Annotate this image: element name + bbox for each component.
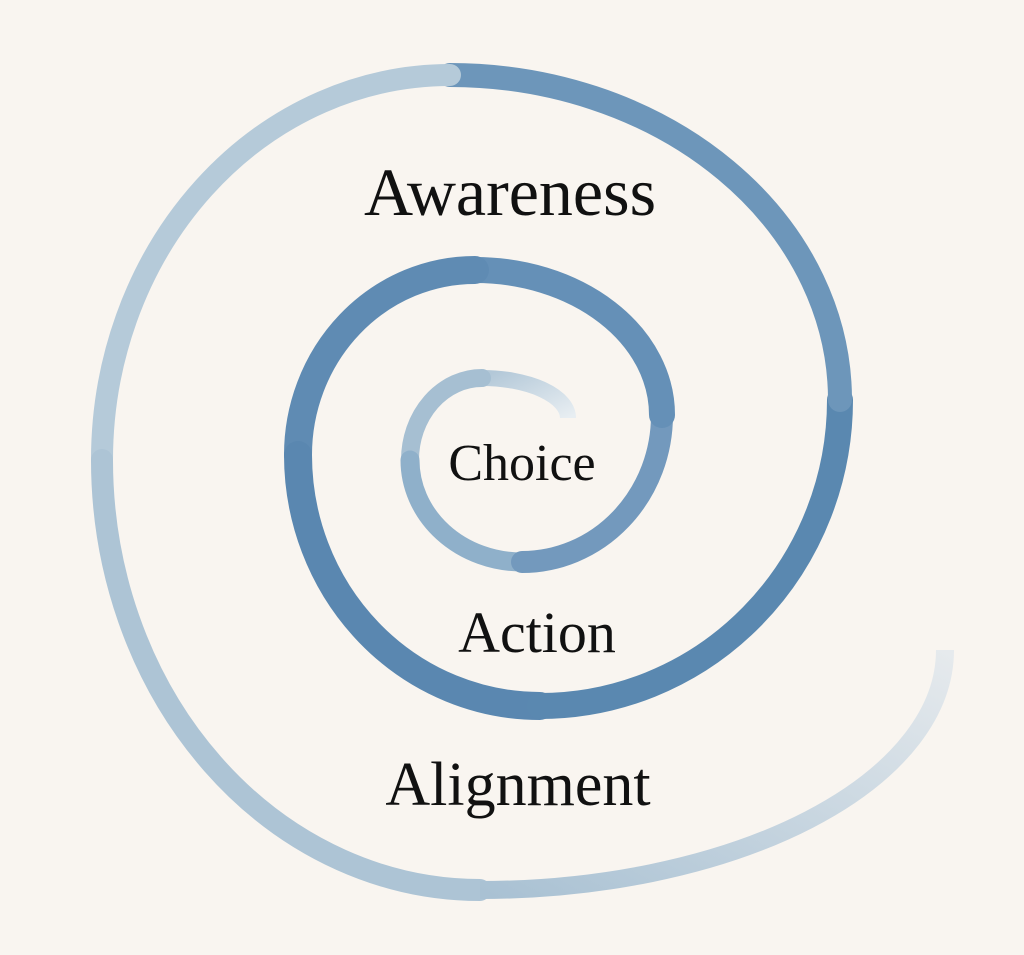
spiral-segment <box>91 64 461 471</box>
label-alignment: Alignment <box>385 751 650 819</box>
spiral-segment <box>401 369 491 469</box>
label-action: Action <box>458 600 616 665</box>
label-choice: Choice <box>448 435 595 492</box>
spiral-segment <box>527 387 853 719</box>
spiral-segment <box>511 404 673 573</box>
spiral-segment <box>91 449 491 901</box>
spiral-path <box>91 63 954 901</box>
label-awareness: Awareness <box>364 154 656 230</box>
spiral-segment <box>462 257 675 428</box>
spiral-segment <box>438 63 852 412</box>
spiral-segment <box>481 370 576 419</box>
spiral-segment <box>284 256 489 469</box>
spiral-segment <box>479 649 954 899</box>
spiral-segment <box>284 441 554 720</box>
spiral-segment <box>400 450 532 572</box>
